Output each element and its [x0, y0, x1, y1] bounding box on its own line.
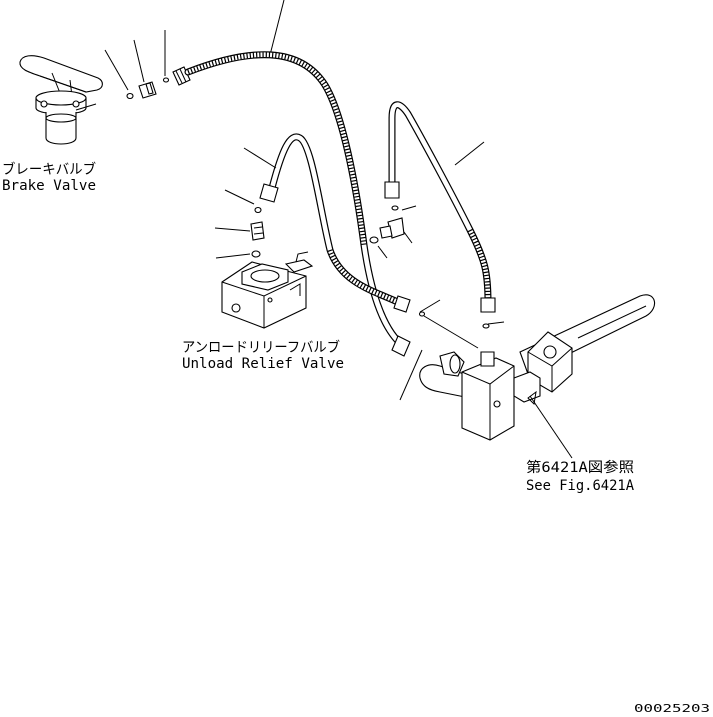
o-ring	[482, 323, 490, 329]
right-tube	[384, 101, 496, 313]
distributor-block-drawing	[419, 294, 656, 441]
unload-relief-valve-drawing	[221, 251, 314, 329]
unload-relief-valve-label-jp: アンロードリリーフバルブ	[182, 339, 340, 356]
relief-valve-fittings	[214, 189, 265, 259]
unload-relief-valve-label-en: Unload Relief Valve	[182, 356, 344, 372]
o-ring	[418, 311, 426, 317]
brake-valve-label-jp: ブレーキバルブ	[2, 161, 96, 178]
relief-hose	[259, 133, 411, 313]
brake-valve-label-en: Brake Valve	[2, 178, 96, 194]
long-hose	[184, 51, 411, 357]
see-figure-label-jp: 第6421A図参照	[526, 459, 634, 476]
see-figure-label-en: See Fig.6421A	[526, 478, 635, 494]
drawing-number: 00025203	[634, 702, 710, 715]
tee-fitting	[369, 205, 417, 259]
brake-valve-drawing	[19, 55, 103, 145]
brake-valve-fittings	[126, 66, 191, 100]
